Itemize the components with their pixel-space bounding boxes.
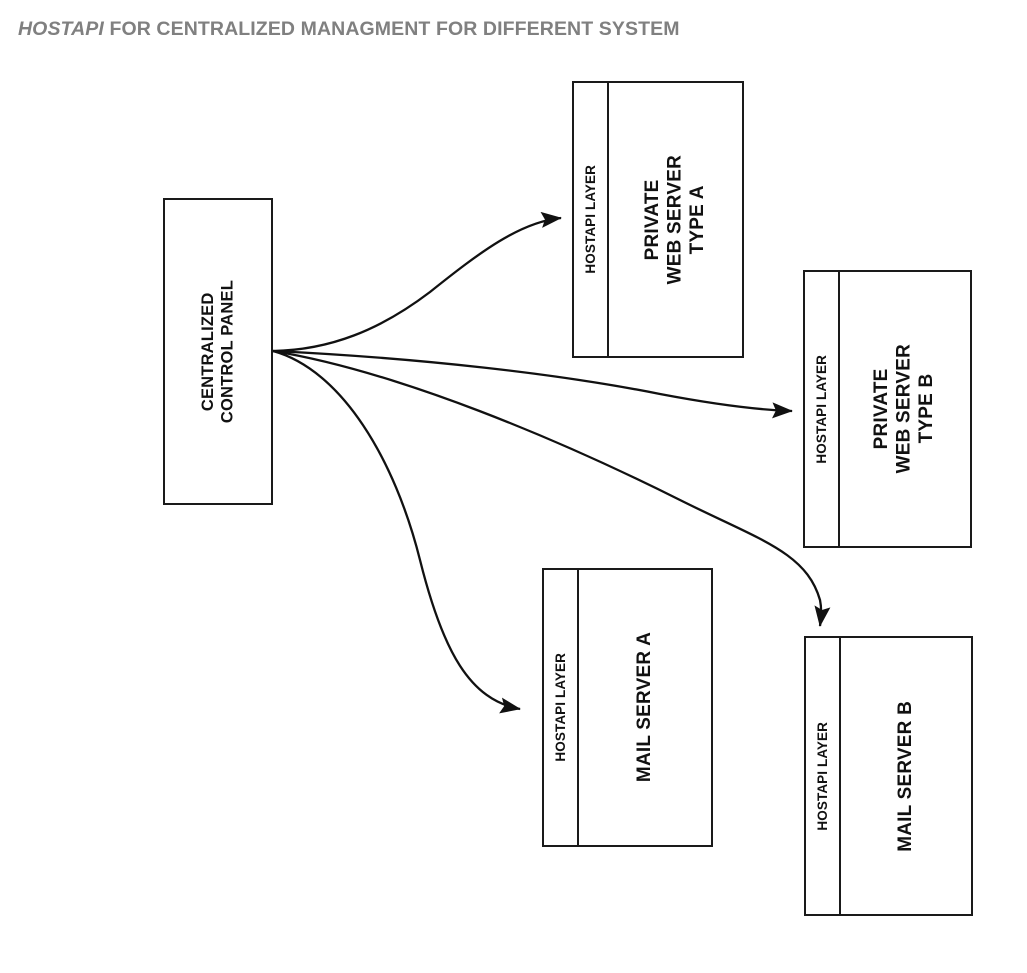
private-web-server-type-b-body: PRIVATE WEB SERVER TYPE B (840, 272, 970, 546)
private-web-server-type-b-label: PRIVATE WEB SERVER TYPE B (871, 344, 938, 474)
page-title-rest: FOR CENTRALIZED MANAGMENT FOR DIFFERENT … (103, 18, 680, 40)
mail-server-b-body: MAIL SERVER B (841, 638, 971, 914)
hostapi-layer-label: HOSTAPI LAYER (814, 721, 830, 831)
hostapi-layer-label: HOSTAPI LAYER (552, 653, 568, 762)
hostapi-layer-label: HOSTAPI LAYER (582, 165, 598, 274)
private-web-server-type-a-label: PRIVATE WEB SERVER TYPE A (641, 154, 708, 285)
connector-to-web-server-b (272, 349, 793, 419)
hostapi-layer-strip-web-server-a: HOSTAPI LAYER (574, 83, 609, 356)
connector-to-mail-server-a (272, 349, 521, 714)
centralized-control-panel-label: CENTRALIZED CONTROL PANEL (198, 279, 236, 424)
mail-server-a-box[interactable]: HOSTAPI LAYER MAIL SERVER A (542, 568, 713, 847)
centralized-control-panel-box[interactable]: CENTRALIZED CONTROL PANEL (163, 198, 273, 505)
mail-server-b-box[interactable]: HOSTAPI LAYER MAIL SERVER B (804, 636, 973, 916)
hostapi-layer-strip-web-server-b: HOSTAPI LAYER (805, 272, 840, 546)
hostapi-layer-strip-mail-server-a: HOSTAPI LAYER (544, 570, 579, 845)
private-web-server-type-a-box[interactable]: HOSTAPI LAYER PRIVATE WEB SERVER TYPE A (572, 81, 744, 358)
private-web-server-type-b-box[interactable]: HOSTAPI LAYER PRIVATE WEB SERVER TYPE B (803, 270, 972, 548)
page-title-emphasis: HOSTAPI (18, 18, 104, 40)
private-web-server-type-a-body: PRIVATE WEB SERVER TYPE A (609, 83, 742, 356)
connector-to-web-server-a (272, 211, 562, 353)
hostapi-layer-strip-mail-server-b: HOSTAPI LAYER (806, 638, 841, 914)
page-title: HOSTAPI FOR CENTRALIZED MANAGMENT FOR DI… (18, 18, 680, 41)
mail-server-a-body: MAIL SERVER A (579, 570, 711, 845)
hostapi-layer-label: HOSTAPI LAYER (813, 354, 829, 464)
mail-server-b-label: MAIL SERVER B (894, 700, 916, 852)
mail-server-a-label: MAIL SERVER A (633, 632, 655, 783)
